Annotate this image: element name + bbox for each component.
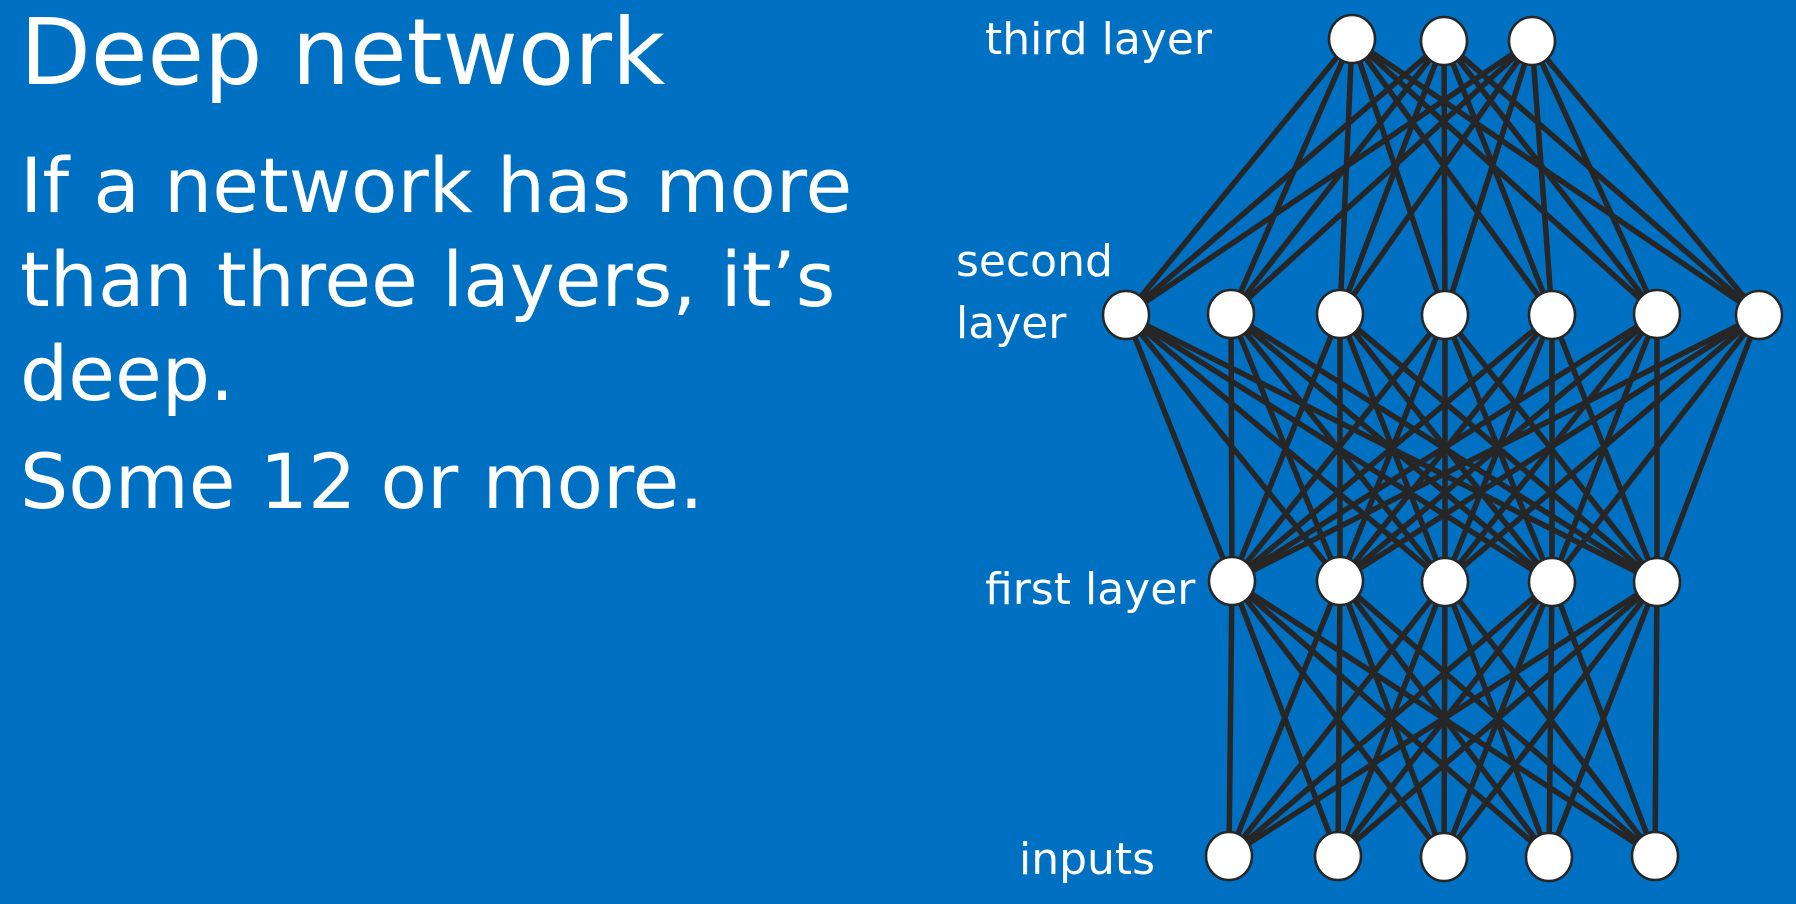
- edge-l0n1-l1n0: [1229, 580, 1341, 857]
- node-third-layer-2: [1419, 15, 1469, 67]
- edge-l1n4-l2n6: [1654, 314, 1762, 583]
- edge-l1n4-l2n1: [1229, 311, 1659, 585]
- label-third-layer: third layer: [985, 14, 1213, 65]
- node-second-layer-7: [1734, 289, 1784, 341]
- edge-l0n4-l1n0: [1230, 578, 1657, 859]
- edge-l2n6-l3n0: [1350, 36, 1761, 318]
- edge-l0n4-l1n4: [1652, 581, 1660, 857]
- edge-l2n0-l3n1: [1124, 38, 1446, 318]
- edge-l1n4-l2n3: [1442, 313, 1660, 584]
- edge-l2n5-l3n0: [1350, 36, 1659, 317]
- edge-l2n5-l3n1: [1441, 39, 1660, 316]
- node-second-layer-3: [1315, 288, 1365, 340]
- label-first-layer: first layer: [985, 564, 1196, 615]
- node-first-layer-5: [1632, 556, 1682, 608]
- node-first-layer-4: [1527, 556, 1577, 608]
- edge-l2n2-l3n0: [1337, 38, 1355, 315]
- edge-l0n2-l1n0: [1229, 579, 1447, 859]
- body-note: Some 12 or more.: [20, 437, 703, 526]
- network-nodes: [1101, 13, 1784, 883]
- edge-l1n2-l2n0: [1124, 312, 1447, 585]
- edge-l2n4-l3n2: [1529, 40, 1555, 316]
- node-first-layer-3: [1420, 556, 1470, 608]
- edge-l2n0-l3n2: [1124, 38, 1534, 318]
- body-line-2: than three layers, it’s: [20, 235, 835, 324]
- node-second-layer-2: [1206, 288, 1256, 340]
- node-inputs-3: [1419, 831, 1469, 883]
- label-inputs: inputs: [1019, 834, 1155, 885]
- edge-l1n1-l2n0: [1123, 313, 1343, 583]
- node-inputs-1: [1204, 830, 1254, 882]
- node-first-layer-2: [1315, 555, 1365, 607]
- edge-l2n3-l3n2: [1442, 40, 1535, 316]
- node-third-layer-3: [1507, 15, 1557, 67]
- label-second-layer-2: layer: [956, 298, 1067, 349]
- label-second-layer-1: second: [956, 236, 1113, 287]
- edge-l2n4-l3n0: [1349, 37, 1555, 317]
- node-third-layer-1: [1327, 13, 1377, 65]
- edge-l2n1-l3n0: [1228, 37, 1355, 316]
- edge-l0n4-l1n2: [1442, 580, 1658, 858]
- edge-l0n4-l1n1: [1338, 578, 1657, 859]
- node-second-layer-4: [1420, 289, 1470, 341]
- edge-l2n5-l3n2: [1529, 39, 1660, 316]
- body-line-3: deep.: [20, 329, 234, 418]
- edge-l2n6-l3n2: [1529, 39, 1762, 317]
- edge-l0n3-l1n0: [1230, 578, 1551, 860]
- edge-l1n4-l2n2: [1338, 311, 1659, 585]
- edge-l2n4-l3n1: [1441, 39, 1555, 317]
- edge-l0n0-l1n0: [1226, 580, 1235, 857]
- edge-l1n4-l2n0: [1124, 312, 1659, 585]
- edge-l1n0-l2n0: [1123, 313, 1235, 583]
- network-edges: [1123, 36, 1762, 860]
- node-inputs-4: [1524, 831, 1574, 883]
- edge-l0n4-l1n3: [1549, 581, 1658, 857]
- node-inputs-2: [1313, 830, 1363, 882]
- edge-l2n6-l3n1: [1442, 38, 1761, 318]
- edge-l2n3-l3n1: [1441, 40, 1448, 316]
- node-second-layer-5: [1527, 289, 1577, 341]
- edge-l2n0-l3n0: [1123, 37, 1355, 317]
- node-first-layer-1: [1207, 555, 1257, 607]
- edge-l2n3-l3n0: [1349, 38, 1448, 316]
- edge-l1n3-l2n0: [1124, 312, 1554, 585]
- body-line-1: If a network has more: [20, 141, 852, 230]
- node-inputs-5: [1630, 830, 1680, 882]
- slide-title: Deep network: [20, 0, 666, 106]
- edge-l1n4-l2n4: [1549, 313, 1660, 584]
- node-second-layer-1: [1101, 289, 1151, 341]
- node-second-layer-6: [1632, 288, 1682, 340]
